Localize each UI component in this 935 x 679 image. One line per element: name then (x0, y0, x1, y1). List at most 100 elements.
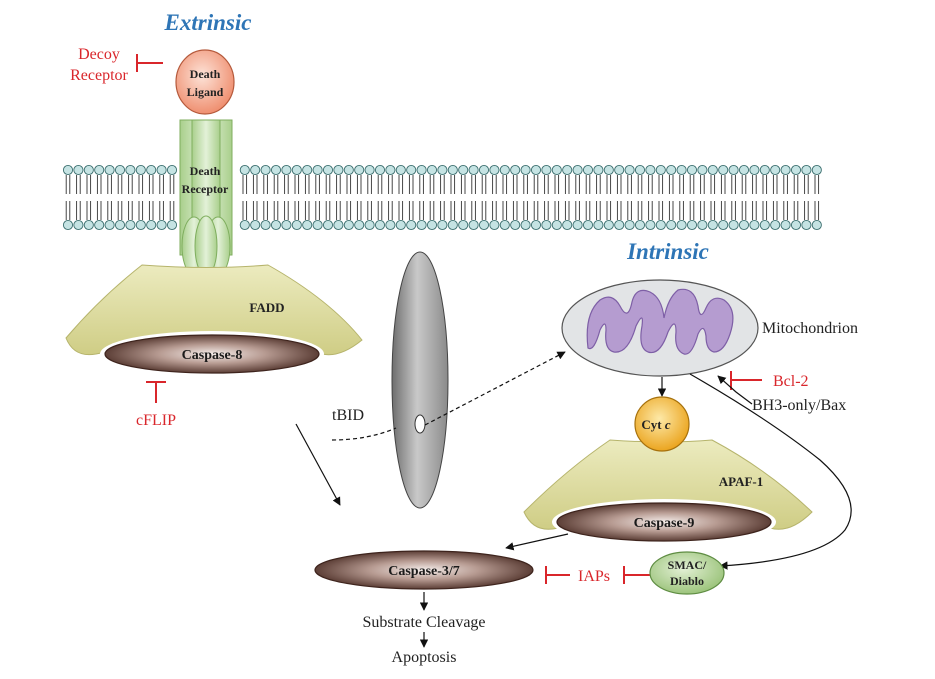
lipid-head (104, 164, 115, 176)
lipid-head (385, 164, 396, 176)
lipid-head (738, 164, 750, 176)
lipid-head (624, 164, 635, 176)
lipid-head (520, 219, 531, 231)
lipid-head (801, 219, 812, 231)
lipid-head (94, 164, 105, 176)
lipid-head (114, 164, 126, 176)
death-receptor-label-line1: Death (190, 164, 221, 178)
death-receptor-label-line2: Receptor (182, 182, 229, 196)
lipid-head (551, 219, 562, 231)
lipid-head (416, 219, 427, 231)
tbid-to-mito-arrow (424, 351, 566, 426)
lipid-head (645, 164, 656, 176)
mitochondrion-label: Mitochondrion (762, 320, 858, 337)
lipid-head (73, 219, 84, 231)
lipid-head (94, 219, 105, 231)
lipid-head (322, 164, 334, 176)
lipid-head (738, 219, 750, 231)
lipid-head (312, 164, 323, 176)
lipid-head (478, 164, 490, 176)
lipid-head (354, 219, 365, 231)
lipid-head (478, 219, 490, 231)
lipid-head (437, 164, 448, 176)
membrane-pore (414, 414, 426, 434)
lipid-head (499, 164, 510, 176)
bcl2-inhibition-bar (730, 371, 762, 390)
lipid-head (374, 219, 386, 231)
decoy-receptor-label-line2: Receptor (70, 67, 128, 84)
membrane-disk (391, 251, 449, 509)
lipid-head (676, 219, 687, 231)
caspase-9 (556, 502, 772, 542)
lipid-head (302, 219, 313, 231)
lipid-head (343, 219, 354, 231)
lipid-head (707, 219, 718, 231)
lipid-head (749, 164, 760, 176)
lipid-head (291, 219, 302, 231)
lipid-head (541, 164, 552, 176)
lipid-head (156, 219, 167, 231)
lipid-head (780, 164, 791, 176)
lipid-head (603, 219, 614, 231)
lipid-head (166, 164, 178, 176)
cytc-label: Cyt c (641, 417, 670, 432)
lipid-head (302, 164, 313, 176)
smac-label-line1: SMAC/ (668, 558, 707, 572)
lipid-head (250, 164, 261, 176)
lipid-head (447, 164, 458, 176)
decoy-receptor-label-line1: Decoy (78, 46, 120, 63)
lipid-head (811, 219, 822, 231)
lipid-head (364, 219, 375, 231)
lipid-head (239, 219, 250, 231)
lipid-head (790, 164, 802, 176)
lipid-head (426, 219, 438, 231)
lipid-head (125, 219, 136, 231)
lipid-head (728, 219, 739, 231)
lipid-head (811, 164, 822, 176)
casp8-to-casp37-arrow (295, 423, 341, 506)
lipid-head (593, 164, 604, 176)
lipid-head (146, 219, 157, 231)
lipid-head (634, 219, 646, 231)
lipid-head (759, 219, 770, 231)
lipid-head (770, 164, 781, 176)
lipid-head (645, 219, 656, 231)
lipid-head (458, 164, 469, 176)
lipid-head (686, 164, 698, 176)
lipid-head (146, 164, 157, 176)
lipid-head (676, 164, 687, 176)
smac-inhibits-iaps-bar (623, 566, 650, 584)
smac-label-line2: Diablo (670, 574, 704, 588)
plasma-membrane (62, 164, 822, 231)
lipid-head (114, 219, 126, 231)
lipid-head (458, 219, 469, 231)
lipid-head (83, 219, 94, 231)
lipid-head (416, 164, 427, 176)
bh3-to-mito-arrow (717, 375, 753, 405)
lipid-head (385, 219, 396, 231)
apoptosis-label: Apoptosis (392, 649, 457, 666)
lipid-head (312, 219, 323, 231)
tbid-dashed-in (331, 427, 397, 441)
lipid-head (468, 164, 479, 176)
lipid-head (593, 219, 604, 231)
lipid-head (749, 219, 760, 231)
lipid-head (697, 164, 708, 176)
lipid-head (468, 219, 479, 231)
lipid-head (510, 219, 521, 231)
lipid-head (125, 164, 136, 176)
cytochrome-c (634, 396, 690, 452)
lipid-head (562, 164, 573, 176)
death-ligand (175, 49, 235, 115)
lipid-head (73, 164, 84, 176)
lipid-head (354, 164, 365, 176)
lipid-head (655, 164, 666, 176)
apaf1-label: APAF-1 (719, 474, 764, 489)
death-receptor (179, 119, 233, 277)
lipid-head (135, 219, 146, 231)
lipid-head (551, 164, 562, 176)
casp9-to-casp37-arrow (505, 533, 569, 551)
iaps-label: IAPs (578, 568, 610, 585)
caspase-9-label: Caspase-9 (634, 516, 695, 531)
lipid-head (666, 164, 677, 176)
